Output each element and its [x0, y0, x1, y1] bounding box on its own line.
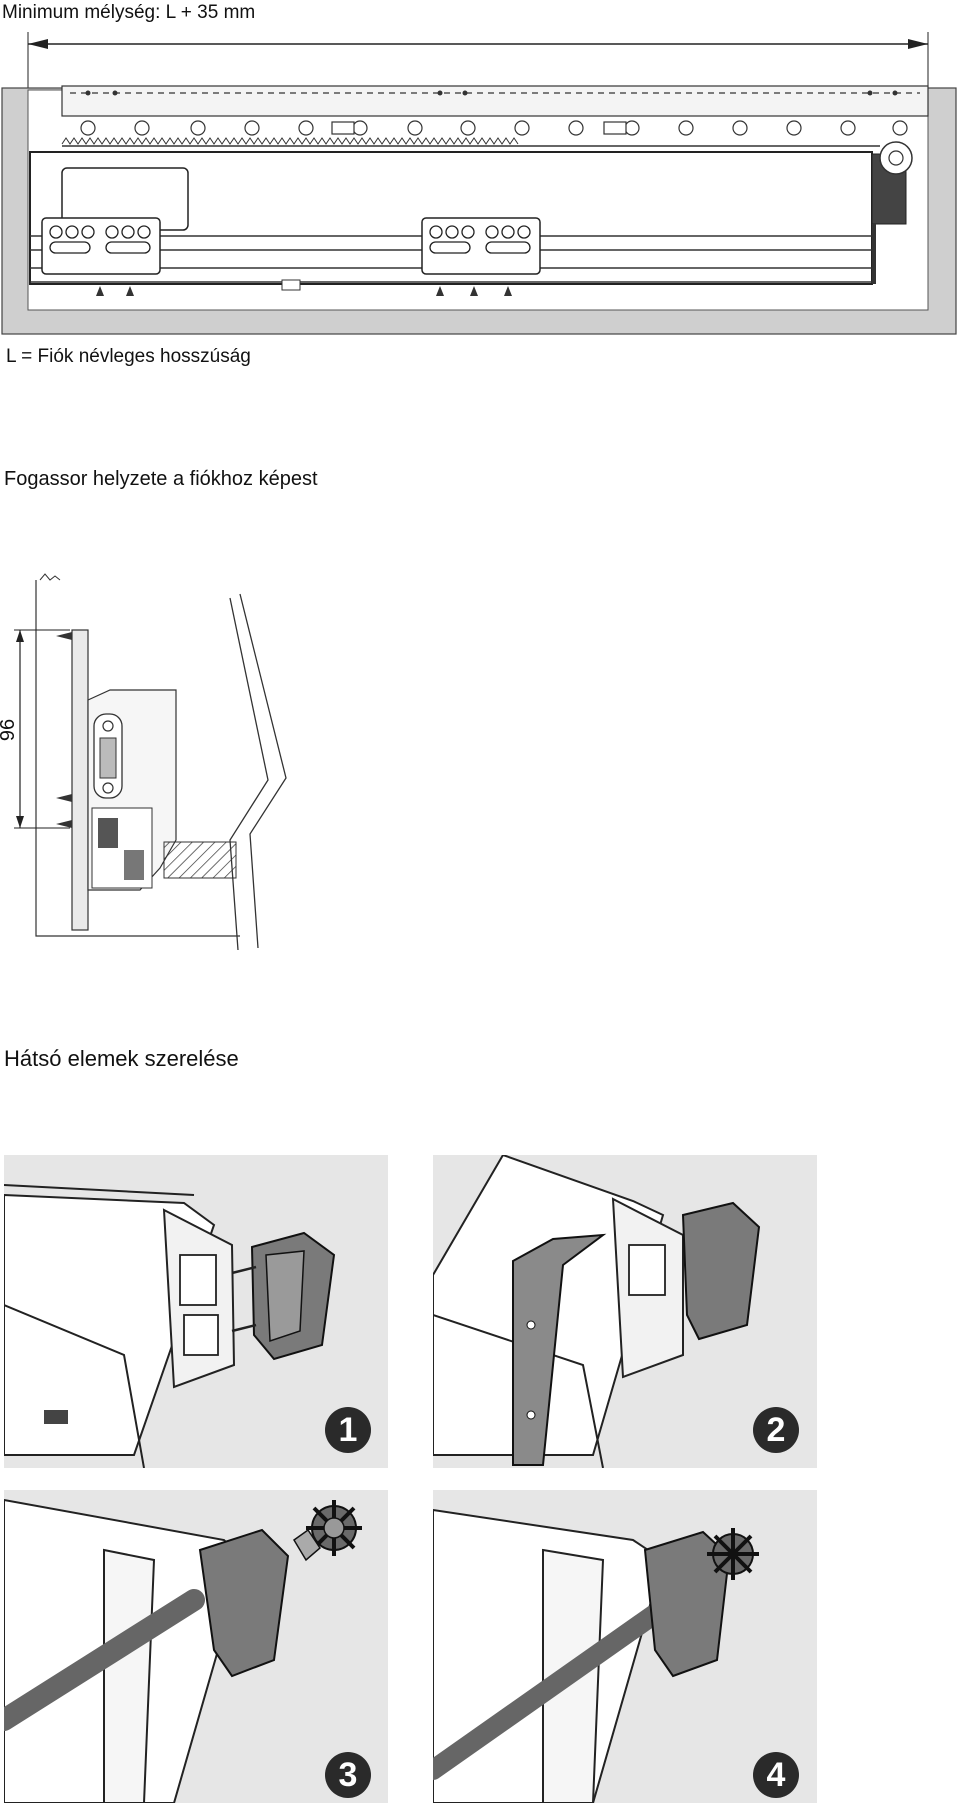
- step-badge-1: 1: [325, 1407, 371, 1453]
- assembly-step-1-panel: 1: [4, 1155, 388, 1468]
- assembly-step-3-panel: 3: [4, 1490, 388, 1803]
- assembly-step-4-panel: 4: [433, 1490, 817, 1803]
- step2-illustration: [433, 1155, 761, 1468]
- drawer-depth-drawing: [1, 32, 957, 335]
- assembly-step-2-panel: 2: [433, 1155, 817, 1468]
- rack-position-drawing: 96: [0, 573, 287, 951]
- step4-illustration: [433, 1508, 759, 1803]
- legend-l: L = Fiók névleges hosszúság: [6, 346, 251, 367]
- section2-title: Fogassor helyzete a fiókhoz képest: [4, 468, 318, 490]
- step1-illustration: [4, 1184, 336, 1468]
- step-badge-3: 3: [325, 1752, 371, 1798]
- section3-title: Hátsó elemek szerelése: [4, 1046, 239, 1071]
- step-badge-2: 2: [753, 1407, 799, 1453]
- step3-illustration: [4, 1498, 362, 1803]
- step-badge-4: 4: [753, 1752, 799, 1798]
- min-depth-label: Minimum mélység: L + 35 mm: [2, 2, 256, 23]
- dimension-96: 96: [0, 719, 19, 741]
